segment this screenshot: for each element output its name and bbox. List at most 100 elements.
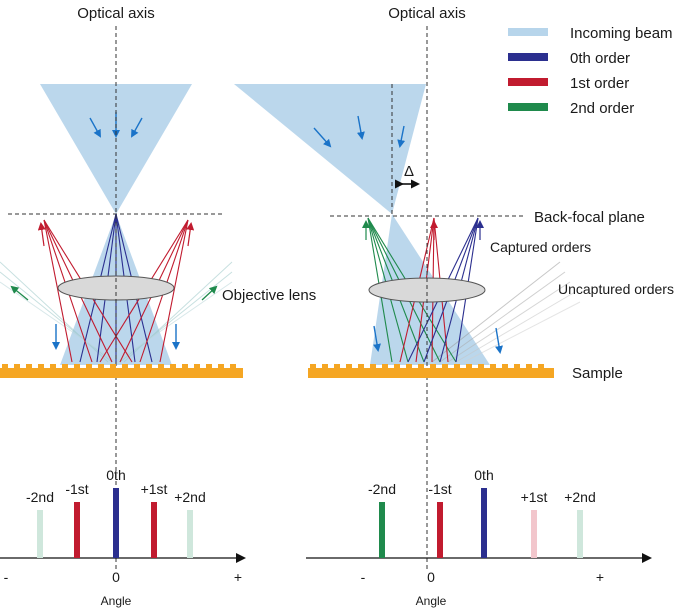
optical-axis-label-left: Optical axis: [77, 5, 155, 22]
sample-tooth: [334, 364, 340, 369]
right-beam-arrow-1: [313, 127, 332, 148]
sample-tooth: [358, 364, 364, 369]
sample-tooth: [526, 364, 532, 369]
sample-tooth: [466, 364, 472, 369]
sample-tooth: [514, 364, 520, 369]
legend-swatch: [508, 53, 548, 61]
spectrum-bar: [379, 502, 385, 558]
captured-orders-label: Captured orders: [490, 239, 591, 255]
sample-tooth: [490, 364, 496, 369]
axis-plus-label: +: [234, 569, 242, 585]
spectrum-bar-label: -2nd: [26, 489, 54, 505]
spectrum-bar-label: +1st: [141, 481, 168, 497]
sample-tooth: [14, 364, 20, 369]
objective-lens-label: Objective lens: [222, 287, 316, 304]
spectrum-bar-label: -1st: [65, 481, 88, 497]
right-uncaptured-rays: [431, 261, 581, 363]
left-sample: [0, 364, 243, 378]
left-beam-arrow-3: [131, 117, 143, 138]
right-beam-arrow-4: [373, 325, 381, 352]
spectrum-bar-label: 0th: [474, 467, 493, 483]
spectrum-bar-label: +2nd: [564, 489, 596, 505]
sample-tooth: [382, 364, 388, 369]
spectrum-bar-label: +1st: [521, 489, 548, 505]
spectrum-bar: [481, 488, 487, 558]
axis-minus-label: -: [361, 569, 366, 585]
sample-tooth: [322, 364, 328, 369]
left-second-order-arrow-right: [201, 285, 218, 301]
legend-label: 0th order: [570, 50, 630, 67]
sample-tooth: [170, 364, 176, 369]
spectrum-bar-label: 0th: [106, 467, 125, 483]
left-first-order-arrow-right: [186, 222, 195, 247]
sample-tooth: [478, 364, 484, 369]
spectrum-bar: [37, 510, 43, 558]
right-beam-arrow-3: [397, 125, 406, 148]
spectrum-bar: [151, 502, 157, 558]
axis-zero-label: 0: [427, 569, 435, 585]
legend-swatch: [508, 78, 548, 86]
delta-label: Δ: [404, 163, 414, 180]
optical-axis-label-right: Optical axis: [388, 5, 466, 22]
sample-tooth: [182, 364, 188, 369]
left-second-order-arrow-left: [10, 285, 29, 301]
legend-swatch: [508, 103, 548, 111]
axis-minus-label: -: [4, 569, 9, 585]
spectrum-bar: [187, 510, 193, 558]
sample-tooth: [50, 364, 56, 369]
spectrum-bar-label: -1st: [428, 481, 451, 497]
sample-tooth: [454, 364, 460, 369]
sample-tooth: [538, 364, 544, 369]
sample-tooth: [74, 364, 80, 369]
sample-tooth: [62, 364, 68, 369]
sample-tooth: [122, 364, 128, 369]
spectrum-bar-label: -2nd: [368, 481, 396, 497]
spectrum-bar-label: +2nd: [174, 489, 206, 505]
uncaptured-orders-label: Uncaptured orders: [558, 281, 674, 297]
left-beam-arrow-1: [89, 117, 101, 138]
right-beam-arrow-5: [495, 327, 503, 354]
sample-tooth: [394, 364, 400, 369]
right-sample: [308, 364, 554, 378]
sample-tooth: [430, 364, 436, 369]
sample-tooth: [230, 364, 236, 369]
sample-tooth: [218, 364, 224, 369]
spectrum-bar: [437, 502, 443, 558]
sample-tooth: [38, 364, 44, 369]
axis-title: Angle: [416, 594, 447, 608]
axis-plus-label: +: [596, 569, 604, 585]
right-panel: Δ -2nd -1st 0th +1st +2nd - 0 + Angle: [234, 26, 652, 608]
spectrum-bar: [74, 502, 80, 558]
sample-tooth: [134, 364, 140, 369]
sample-tooth: [2, 364, 8, 369]
spectrum-bar: [531, 510, 537, 558]
sample-tooth: [310, 364, 316, 369]
sample-tooth: [346, 364, 352, 369]
right-angle-spectrum: -2nd -1st 0th +1st +2nd - 0 + Angle: [306, 467, 652, 608]
sample-tooth: [442, 364, 448, 369]
sample-tooth: [502, 364, 508, 369]
sample-tooth: [406, 364, 412, 369]
sample-tooth: [26, 364, 32, 369]
right-beam-arrow-2: [356, 115, 365, 140]
sample-tooth: [194, 364, 200, 369]
legend-label: 2nd order: [570, 100, 634, 117]
sample-tooth: [110, 364, 116, 369]
back-focal-plane-label: Back-focal plane: [534, 209, 645, 226]
sample-tooth: [86, 364, 92, 369]
sample-label: Sample: [572, 365, 623, 382]
legend-label: 1st order: [570, 75, 629, 92]
sample-tooth: [98, 364, 104, 369]
sample-tooth: [146, 364, 152, 369]
sample-tooth: [418, 364, 424, 369]
spectrum-bar: [113, 488, 119, 558]
legend-swatch: [508, 28, 548, 36]
spectrum-bar: [577, 510, 583, 558]
sample-tooth: [206, 364, 212, 369]
sample-tooth: [370, 364, 376, 369]
